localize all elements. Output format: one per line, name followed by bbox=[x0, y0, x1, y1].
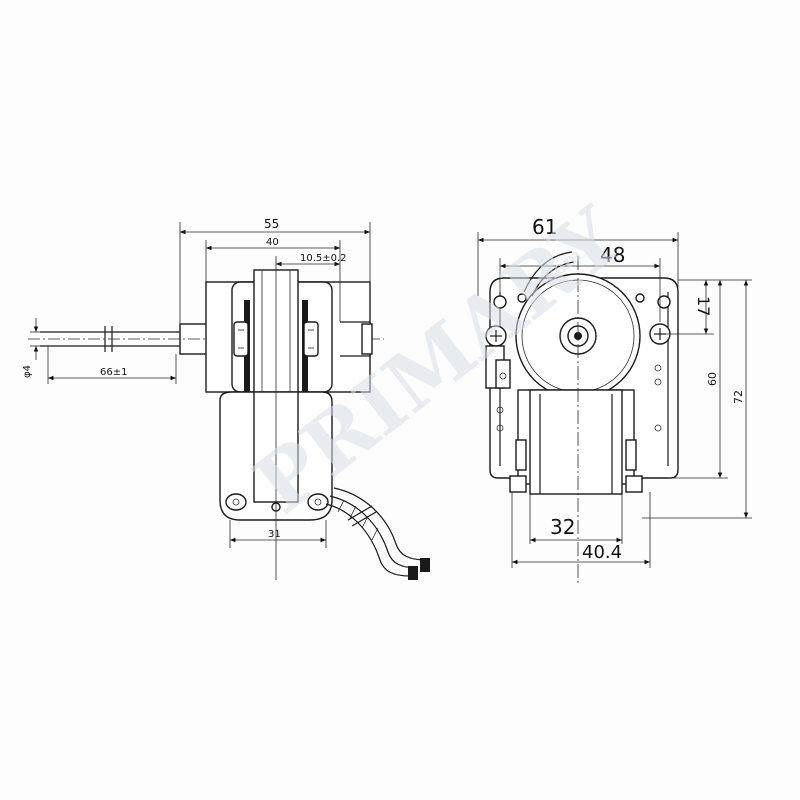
lead-wires bbox=[325, 487, 430, 580]
coil-housing-side bbox=[219, 391, 333, 521]
dim-shaft-offset: 10.5±0.2 bbox=[300, 253, 347, 264]
side-dimensions bbox=[30, 222, 371, 580]
dim-total-height: 72 bbox=[732, 390, 745, 404]
dim-coil-outer: 40.4 bbox=[582, 542, 622, 563]
dim-base-width: 31 bbox=[268, 529, 281, 540]
dim-overall-length: 55 bbox=[264, 217, 279, 231]
dim-shaft-length: 66±1 bbox=[100, 367, 127, 378]
dim-mount-height: 60 bbox=[706, 372, 719, 386]
dim-coil-width: 32 bbox=[550, 515, 575, 539]
side-view: 55 40 10.5±0.2 φ4 66±1 31 bbox=[22, 217, 430, 580]
dim-body-width: 40 bbox=[266, 237, 279, 248]
front-dimensions bbox=[477, 232, 752, 584]
front-view: 61 48 17 60 72 32 40.4 bbox=[477, 215, 752, 584]
dim-shaft-diameter: φ4 bbox=[22, 365, 33, 378]
coil-front bbox=[509, 389, 643, 495]
dim-top-offset: 17 bbox=[694, 296, 713, 316]
dim-rotor-width: 48 bbox=[600, 243, 625, 267]
dim-front-width: 61 bbox=[532, 215, 557, 239]
